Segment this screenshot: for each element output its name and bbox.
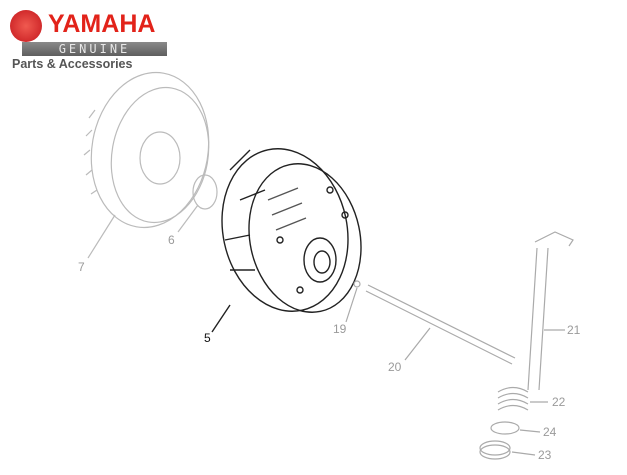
- callout-23: 23: [538, 448, 552, 462]
- part-21-push-lever-shaft: [527, 231, 574, 391]
- callout-5: 5: [204, 331, 211, 345]
- part-19-20-pushrod: [345, 280, 516, 365]
- part-6-washer: [177, 174, 218, 233]
- callout-22: 22: [552, 395, 566, 409]
- part-24-washer: [490, 421, 541, 435]
- callout-7: 7: [78, 260, 85, 274]
- brand-name: YAMAHA: [48, 10, 156, 38]
- callout-21: 21: [567, 323, 581, 337]
- part-22-spring: [497, 386, 548, 411]
- callout-24: 24: [543, 425, 557, 439]
- tagline: Parts & Accessories: [12, 57, 133, 71]
- callout-19: 19: [333, 322, 347, 336]
- callout-6: 6: [168, 233, 175, 247]
- genuine-banner: GENUINE: [22, 42, 167, 56]
- yamaha-logo: YAMAHA GENUINE Parts & Accessories: [10, 8, 167, 71]
- part-23-oil-seal: [479, 440, 536, 460]
- part-5-clutch-housing: [211, 148, 362, 333]
- part-7-primary-driven-gear: [83, 71, 210, 259]
- tuning-fork-emblem-icon: [10, 10, 42, 42]
- callout-20: 20: [388, 360, 402, 374]
